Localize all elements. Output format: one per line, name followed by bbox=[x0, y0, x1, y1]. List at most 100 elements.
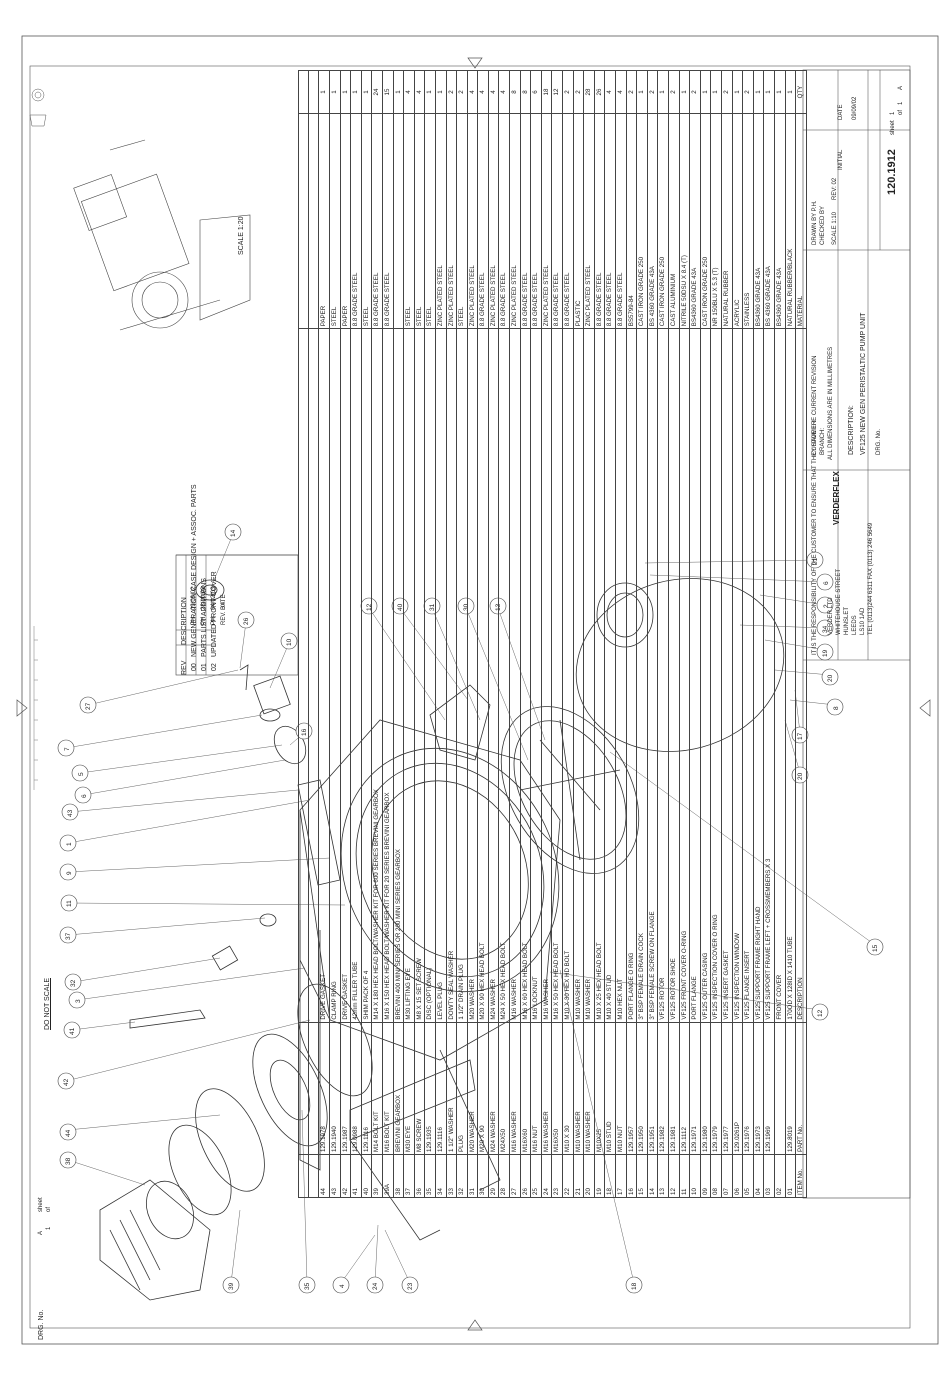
parts-cell-desc: CLAMP RING bbox=[329, 328, 341, 1023]
parts-cell-part: M16 BOLT KIT bbox=[382, 1022, 394, 1155]
parts-cell-item: 08 bbox=[710, 1154, 722, 1198]
parts-cell-item: 18 bbox=[604, 1154, 616, 1198]
balloon-8: 8 bbox=[833, 706, 840, 710]
parts-cell-desc: VF125 SUPPORT FRAME RIGHT HAND bbox=[753, 328, 764, 1023]
parts-cell-material: 8.8 GRADE STEEL bbox=[520, 113, 531, 329]
parts-cell-desc: M20 WASHER bbox=[467, 328, 478, 1023]
sheet-of: 1 bbox=[898, 101, 904, 105]
parts-cell-qty: 1 bbox=[753, 70, 764, 114]
parts-cell-desc: VF125 FRONT COVER O-RING bbox=[679, 328, 690, 1023]
parts-blank-cell bbox=[298, 70, 309, 114]
parts-cell-item: 22 bbox=[562, 1154, 574, 1198]
parts-cell-material: ZINC PLATED STEEL bbox=[467, 113, 478, 329]
main-assembly bbox=[99, 578, 785, 1301]
parts-cell-part: M24 WASHER bbox=[488, 1022, 499, 1155]
parts-cell-item: 31 bbox=[467, 1154, 478, 1198]
left-center-mark bbox=[16, 699, 28, 717]
revision-header-rev: REV bbox=[181, 660, 188, 675]
parts-cell-part: M8 SCREW bbox=[414, 1022, 425, 1155]
parts-cell-qty: 1 bbox=[361, 70, 372, 114]
parts-cell-item: 25 bbox=[530, 1154, 542, 1198]
parts-cell-item: 19 bbox=[594, 1154, 605, 1198]
parts-cell-item: 42 bbox=[340, 1154, 351, 1198]
parts-cell-qty: 2 bbox=[456, 70, 468, 114]
left-drawing-number-label: DRG. No. bbox=[38, 1309, 45, 1340]
parts-cell-part: M24X50 bbox=[498, 1022, 510, 1155]
parts-cell-desc: M20 X 90 HEX HEAD BOLT bbox=[477, 328, 489, 1023]
drawing-number: 120.1912 bbox=[886, 149, 898, 195]
parts-cell-material: 8.8 GRADE STEEL bbox=[604, 113, 616, 329]
parts-cell-material: BS 4360 GRADE 43A bbox=[763, 113, 775, 329]
parts-header-item: ITEM No. bbox=[795, 1154, 807, 1198]
parts-cell-desc: FRONT COVER bbox=[774, 328, 785, 1023]
parts-cell-qty: 1 bbox=[435, 70, 446, 114]
parts-cell-material: NATURAL RUBBER bbox=[721, 113, 733, 329]
parts-cell-qty: 1 bbox=[710, 70, 722, 114]
parts-cell-material: 8.8 GRADE STEEL bbox=[530, 113, 542, 329]
leader-lines bbox=[65, 533, 876, 1284]
parts-cell-part: 129.1982 bbox=[657, 1022, 669, 1155]
parts-cell-desc: M16 WASHER bbox=[509, 328, 521, 1023]
parts-header-material: MATERIAL bbox=[795, 113, 807, 329]
parts-cell-part: 129.1969 bbox=[763, 1022, 775, 1155]
revision-02-desc: UPDATED FRONT COVER bbox=[211, 571, 218, 657]
parts-cell-part: M20 X 90 bbox=[477, 1022, 489, 1155]
balloon-7: 7 bbox=[64, 747, 71, 751]
parts-cell-desc: M24 X 50 HEX HEAD BOLT bbox=[498, 328, 510, 1023]
parts-cell-desc: M16 LOCKNUT bbox=[530, 328, 542, 1023]
parts-cell-qty: 2 bbox=[446, 70, 457, 114]
balloon-9: 9 bbox=[66, 871, 73, 875]
balloon-6: 6 bbox=[81, 794, 88, 798]
parts-cell-material: ZINC PLATED STEEL bbox=[488, 113, 499, 329]
parts-cell-qty: 4 bbox=[488, 70, 499, 114]
balloon-11: 11 bbox=[66, 900, 73, 907]
parts-cell-part: 129.1976 bbox=[742, 1022, 754, 1155]
parts-cell-material: STEEL bbox=[361, 113, 372, 329]
title-block-frame bbox=[802, 69, 911, 1199]
parts-cell-item: 12 bbox=[668, 1154, 680, 1198]
parts-cell-qty: 2 bbox=[647, 70, 658, 114]
parts-cell-qty: 1 bbox=[732, 70, 743, 114]
drawing-number-label: DRG. No. bbox=[876, 428, 882, 455]
parts-cell-item: 07 bbox=[721, 1154, 733, 1198]
parts-cell-material: 8.8 GRADE STEEL bbox=[551, 113, 563, 329]
revision-01-date: 28/10/02 bbox=[201, 586, 207, 610]
parts-cell-desc: M24 WASHER bbox=[488, 328, 499, 1023]
parts-cell-desc: VF125 ROTOR SHOE bbox=[668, 328, 680, 1023]
balloon-26: 26 bbox=[243, 617, 250, 625]
balloon-14: 14 bbox=[230, 529, 237, 537]
parts-cell-desc: VF125 INSPECTION WINDOW bbox=[732, 328, 743, 1023]
parts-cell-item: 30 bbox=[477, 1154, 489, 1198]
parts-cell-part: M16 WASHER bbox=[541, 1022, 552, 1155]
balloon-27: 27 bbox=[85, 702, 92, 710]
parts-cell-desc: 1 1/2" DRAIN PLUG bbox=[456, 328, 468, 1023]
parts-cell-desc: BREVINI 400 MINI SERIES OR 200 MINI SERI… bbox=[393, 328, 404, 1023]
parts-cell-part: M10 WASHER bbox=[573, 1022, 584, 1155]
parts-cell-part: M16X60 bbox=[520, 1022, 531, 1155]
parts-cell-qty: 2 bbox=[689, 70, 701, 114]
bottom-center-mark bbox=[467, 1319, 483, 1331]
left-of-number: 1 bbox=[46, 1226, 52, 1230]
parts-cell-desc: 42mm FILLER TUBE bbox=[350, 328, 362, 1023]
parts-cell-material: STEEL bbox=[403, 113, 415, 329]
parts-cell-material: PAPER bbox=[318, 113, 330, 329]
scale-note: SCALE 1:20 bbox=[238, 216, 245, 255]
parts-cell-item: 23 bbox=[551, 1154, 563, 1198]
balloon-43: 43 bbox=[67, 809, 74, 817]
parts-cell-part: 129.1951 bbox=[647, 1022, 658, 1155]
parts-cell-desc: VF125 INSERT GASKET bbox=[721, 328, 733, 1023]
parts-cell-qty: 4 bbox=[498, 70, 510, 114]
